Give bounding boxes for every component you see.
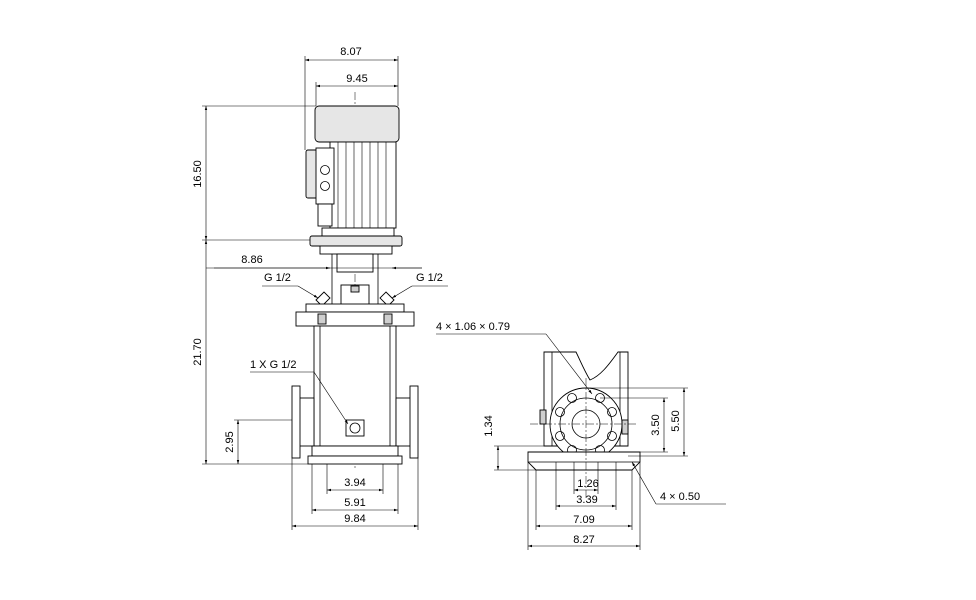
motor-flange xyxy=(321,227,395,237)
terminal-box-cover xyxy=(315,147,335,205)
motor xyxy=(305,105,403,247)
inlet-outlet-flanges xyxy=(291,385,419,459)
drain-thread: 1 X G 1/2 xyxy=(250,359,296,371)
bolt-hole-icon xyxy=(607,431,617,441)
front-view: 8.07 9.45 16.50 8.86 G 1/2 G 1/2 21.70 1… xyxy=(192,46,448,530)
dim-base-depth: 8.27 xyxy=(573,534,594,546)
dim-flange-top-height: 5.50 xyxy=(670,410,682,431)
pump-base xyxy=(307,445,403,465)
dim-pump-head-height: 8.86 xyxy=(241,254,262,266)
side-view: 4 × 1.06 × 0.79 1.34 3.50 5.50 1.26 3.39… xyxy=(436,321,726,550)
bolt-hole-icon xyxy=(555,431,565,441)
bolt-hole-icon xyxy=(555,407,565,417)
dim-base-inner: 3.94 xyxy=(344,477,365,489)
flange-holes-spec: 4 × 1.06 × 0.79 xyxy=(436,321,510,333)
dim-bore-offset: 1.26 xyxy=(577,478,598,490)
cable-gland-icon xyxy=(320,165,330,175)
inlet-flange xyxy=(291,385,301,459)
pump-sleeve xyxy=(313,325,397,447)
dim-width-motor-box: 8.07 xyxy=(340,46,361,58)
pump-head xyxy=(305,303,405,313)
base-foot xyxy=(307,455,403,465)
outlet-flange xyxy=(409,385,419,459)
stool-ring xyxy=(319,245,393,255)
dim-port-to-port: 9.84 xyxy=(344,513,365,525)
dim-foot-spacing-inner: 3.39 xyxy=(576,494,597,506)
dim-foot-spacing: 7.09 xyxy=(573,514,594,526)
bolt-hole-icon xyxy=(607,407,617,417)
cable-gland-icon xyxy=(320,181,330,191)
terminal-box-base xyxy=(317,203,333,227)
coupling xyxy=(336,253,374,273)
foot-holes-spec: 4 × 0.50 xyxy=(660,491,700,503)
dim-flange-center-height: 3.50 xyxy=(650,414,662,435)
dim-height-motor: 16.50 xyxy=(192,160,204,188)
bolt-hole-icon xyxy=(567,393,577,403)
base-plate xyxy=(311,445,399,457)
dim-base-thickness: 1.34 xyxy=(483,415,495,436)
vent-thread-left: G 1/2 xyxy=(264,272,291,284)
dim-height-pump: 21.70 xyxy=(192,338,204,366)
dim-base-width: 5.91 xyxy=(344,497,365,509)
motor-stool-top xyxy=(309,235,403,247)
motor-top-cap xyxy=(314,105,400,143)
dim-flange-height: 2.95 xyxy=(224,431,236,452)
pump-head-flange xyxy=(295,311,415,327)
motor-stool xyxy=(295,245,415,327)
vent-thread-right: G 1/2 xyxy=(416,272,443,284)
base-plate-side xyxy=(527,451,641,471)
drain-plug-icon xyxy=(349,422,361,434)
dim-width-motor: 9.45 xyxy=(346,73,367,85)
drain-plug xyxy=(345,419,365,437)
